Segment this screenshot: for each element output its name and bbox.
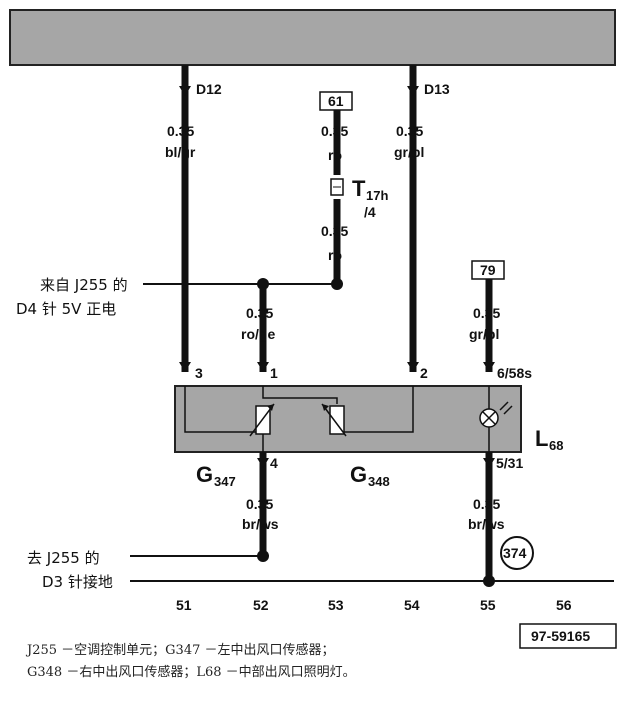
lamp-l68-cross-b (482, 411, 496, 425)
arrow-pin-1 (257, 362, 269, 372)
arrow-pin-3 (179, 362, 191, 372)
internal-wire-mid (262, 386, 338, 404)
grid-54: 54 (404, 597, 420, 613)
fuse-wire-size: 0.35 (321, 123, 348, 139)
fuse-box-79-label: 79 (480, 262, 496, 278)
l68-label: L (535, 426, 548, 451)
arrow-d13 (407, 86, 419, 96)
arrow-d12 (179, 86, 191, 96)
fuse-wire-color-2: ro (328, 247, 342, 263)
g347-label: G (196, 462, 213, 487)
ground-ref-circle (500, 536, 534, 570)
note-bottom-line2: D3 针接地 (42, 573, 113, 591)
internal-wire-right (337, 386, 414, 433)
ground-ref-label: 374 (503, 545, 527, 561)
grid-53: 53 (328, 597, 344, 613)
pin-531-label: 5/31 (496, 455, 523, 471)
wire-79-color: gr/bl (469, 326, 499, 342)
g348-label-sub: 348 (368, 474, 390, 489)
vent-module-box (174, 385, 522, 453)
sensor-g348-icon (329, 405, 345, 435)
wire-lower-right-color: br/ws (468, 516, 505, 532)
pin-4-label: 4 (270, 455, 278, 471)
connector-d13-label: D13 (424, 81, 450, 97)
wire-mid-color: ro/ge (241, 326, 275, 342)
g348-label: G (350, 462, 367, 487)
wire-left-size: 0.35 (167, 123, 194, 139)
sensor-g348-arrowhead (322, 404, 329, 411)
wire-right-size: 0.35 (396, 123, 423, 139)
junction-dot-gnd-right (483, 575, 495, 587)
pin-3-label: 3 (195, 365, 203, 381)
fuse-wire-color: ro (328, 147, 342, 163)
arrow-pin-58s (483, 362, 495, 372)
fuse-box-61-label: 61 (328, 93, 344, 109)
legend-line2: G348 －右中出风口传感器；L68 －中部出风口照明灯。 (27, 664, 356, 680)
legend-line1: J255 －空调控制单元；G347 －左中出风口传感器； (25, 642, 335, 658)
arrow-pin-531 (483, 458, 495, 468)
wire-lower-mid-size: 0.35 (246, 496, 273, 512)
arrow-pin-4 (257, 458, 269, 468)
pin-2-label: 2 (420, 365, 428, 381)
doc-id-box (519, 623, 617, 649)
sensor-g347-arrow (249, 403, 275, 437)
grid-51: 51 (176, 597, 192, 613)
wire-left-color: bl/gr (165, 144, 196, 160)
lamp-l68-ray-b (503, 405, 513, 415)
sensor-g348-arrow (321, 403, 347, 437)
grid-56: 56 (556, 597, 572, 613)
pin-58s-label: 6/58s (497, 365, 532, 381)
note-bottom-line1: 去 J255 的 (27, 549, 100, 567)
grid-55: 55 (480, 597, 496, 613)
pin-1-label: 1 (270, 365, 278, 381)
control-unit-bar (9, 9, 616, 66)
t17h-label-sub: 17h (366, 188, 388, 203)
g347-label-sub: 347 (214, 474, 236, 489)
fuse-wire-size-2: 0.35 (321, 223, 348, 239)
note-top-line2: D4 针 5V 正电 (16, 300, 116, 318)
doc-id-label: 97-59165 (531, 628, 590, 644)
wire-79-size: 0.35 (473, 305, 500, 321)
sensor-g347-arrowhead (267, 404, 274, 411)
wire-mid-size: 0.35 (246, 305, 273, 321)
connector-d12-label: D12 (196, 81, 222, 97)
wire-lower-mid-color: br/ws (242, 516, 279, 532)
note-top-line1: 来自 J255 的 (40, 276, 128, 294)
wire-lower-right-size: 0.35 (473, 496, 500, 512)
internal-wire-left (184, 386, 263, 433)
arrow-pin-2 (407, 362, 419, 372)
l68-label-sub: 68 (549, 438, 563, 453)
t17h-label: T (352, 176, 366, 201)
wire-right-color: gr/bl (394, 144, 424, 160)
sensor-g347-icon (255, 405, 271, 435)
t17h-pin: /4 (364, 204, 376, 220)
grid-52: 52 (253, 597, 269, 613)
lamp-l68-ray-a (499, 401, 509, 411)
